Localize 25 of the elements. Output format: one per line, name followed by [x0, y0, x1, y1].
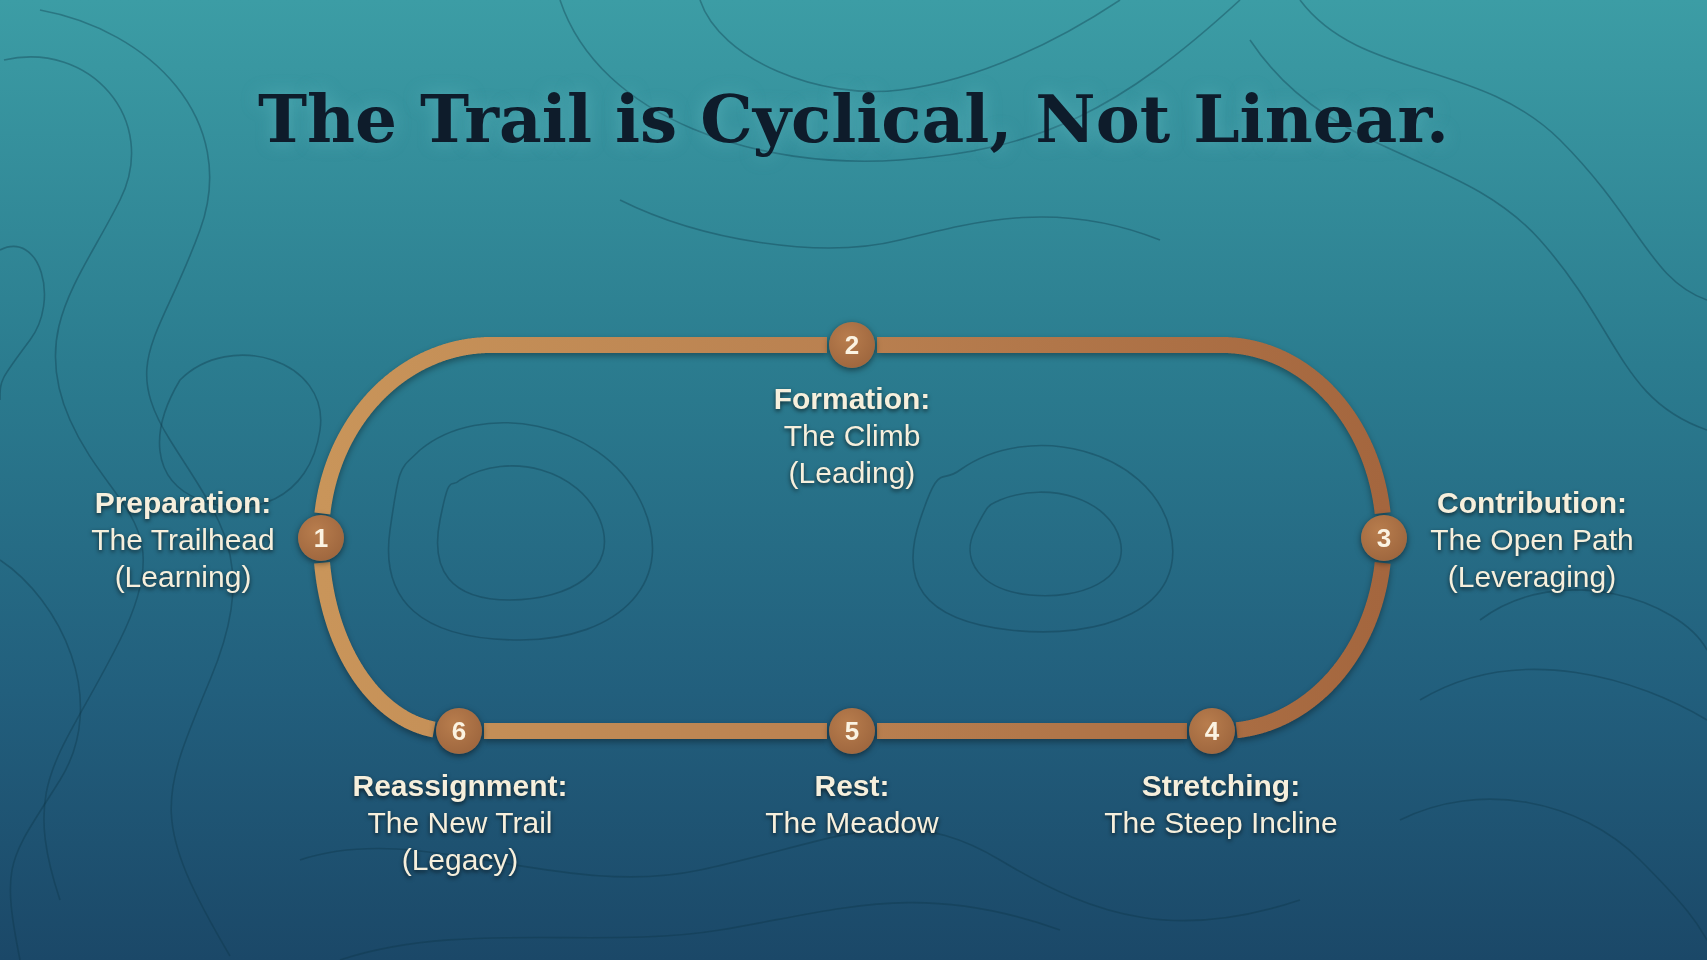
- trail-segment: [1235, 562, 1391, 739]
- stage-description: The Meadow: [765, 805, 939, 841]
- stage-description: The Trailhead (Learning): [90, 522, 276, 595]
- stage-heading: Contribution:: [1437, 485, 1627, 521]
- stage-heading: Formation:: [773, 381, 931, 417]
- step-marker: 4: [1189, 708, 1235, 754]
- step-marker: 6: [436, 708, 482, 754]
- title: The Trail is Cyclical, Not Linear.: [257, 79, 1450, 160]
- trail-segment: [877, 723, 1187, 739]
- stage-description: The Open Path (Leveraging): [1429, 522, 1635, 595]
- step-marker: 3: [1361, 515, 1407, 561]
- step-marker: 5: [829, 708, 875, 754]
- stage-description: The Climb (Leading): [782, 418, 922, 491]
- trail-segment: [484, 723, 827, 739]
- trail-segment: [314, 562, 436, 738]
- stage-heading: Stretching:: [1141, 768, 1301, 804]
- stage-heading: Rest:: [814, 768, 890, 804]
- stage-description: The New Trail (Legacy): [366, 805, 554, 878]
- stage-heading: Preparation:: [94, 485, 272, 521]
- stage-heading: Reassignment:: [352, 768, 568, 804]
- step-marker: 2: [829, 322, 875, 368]
- step-marker: 1: [298, 515, 344, 561]
- trail-segment: [314, 337, 827, 515]
- trail-segment: [877, 337, 1391, 514]
- stage-description: The Steep Incline: [1104, 805, 1338, 841]
